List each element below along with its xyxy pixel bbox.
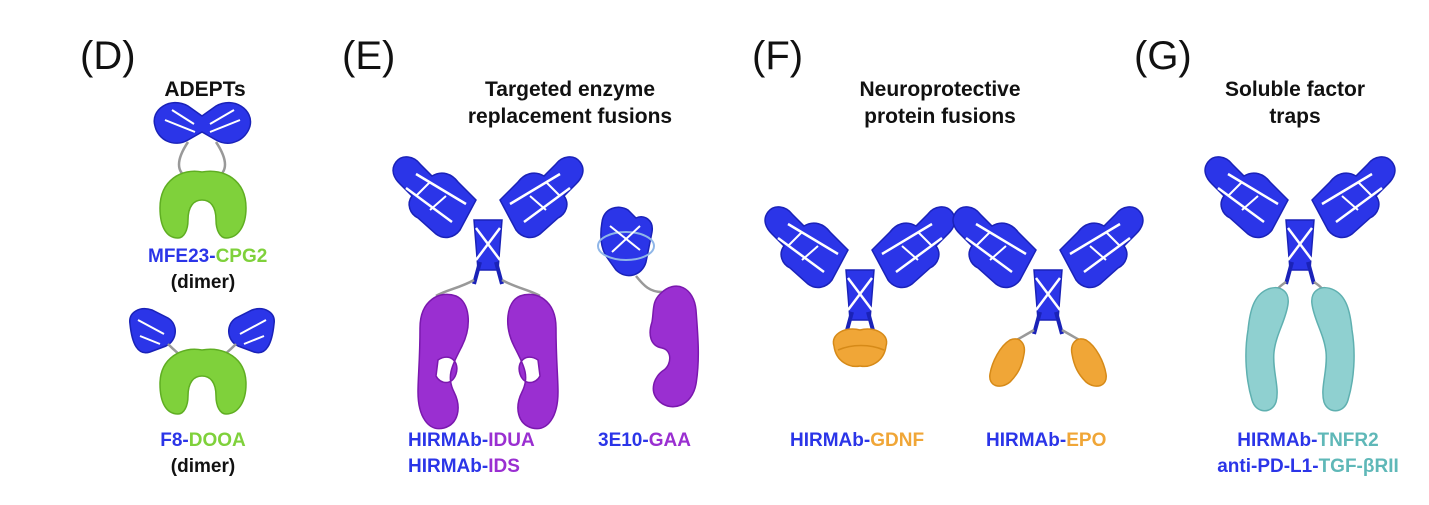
panel-f-art bbox=[765, 207, 1143, 387]
panel-d-letter: (D) bbox=[80, 34, 136, 78]
hirmab-epo-label: HIRMAb-EPO bbox=[986, 430, 1107, 451]
panel-e-art bbox=[393, 157, 700, 430]
panel-e-title: Targeted enzyme replacement fusions bbox=[467, 78, 673, 129]
epo-protein-left bbox=[989, 338, 1026, 387]
hirmab-antibody-f2 bbox=[953, 207, 1143, 334]
hirmab-antibody-f1 bbox=[765, 207, 955, 334]
cpg2-enzyme bbox=[159, 170, 247, 239]
panel-d-art bbox=[129, 101, 275, 415]
mfe23-cpg2-label: MFE23-CPG2 (dimer) bbox=[148, 246, 268, 293]
3e10-gaa-label: 3E10-GAA bbox=[598, 430, 691, 451]
idua-enzyme-right bbox=[507, 293, 559, 430]
hirmab-antibody-e bbox=[393, 157, 583, 284]
hirmab-idua-ids-label: HIRMAb-IDUA HIRMAb-IDS bbox=[408, 430, 535, 477]
panel-g-art bbox=[1205, 157, 1395, 412]
gaa-enzyme bbox=[649, 285, 700, 408]
f8-scfv-left bbox=[129, 308, 176, 354]
dooa-enzyme bbox=[159, 348, 247, 415]
gdnf-protein bbox=[832, 328, 888, 368]
panel-g-title: Soluble factor traps bbox=[1224, 78, 1366, 129]
panel-f-title: Neuroprotective protein fusions bbox=[859, 78, 1021, 129]
panel-g-letter: (G) bbox=[1134, 34, 1192, 78]
hirmab-gdnf-label: HIRMAb-GDNF bbox=[790, 430, 925, 451]
tnfr2-receptor-left bbox=[1245, 286, 1289, 412]
panel-d-title: ADEPTs bbox=[164, 78, 246, 101]
f8-scfv-right bbox=[228, 308, 275, 354]
panel-f-letter: (F) bbox=[752, 34, 804, 78]
hirmab-tnfr2-label: HIRMAb-TNFR2 anti-PD-L1-TGF-βRII bbox=[1217, 430, 1399, 477]
3e10-scfv bbox=[597, 206, 655, 277]
hirmab-antibody-g bbox=[1205, 157, 1395, 284]
tnfr2-receptor-right bbox=[1311, 286, 1355, 412]
epo-protein-right bbox=[1070, 338, 1107, 387]
mfe23-scfv bbox=[153, 101, 252, 180]
f8-dooa-label: F8-DOOA (dimer) bbox=[160, 430, 246, 477]
panel-e-letter: (E) bbox=[342, 34, 396, 78]
idua-enzyme-left bbox=[417, 293, 469, 430]
